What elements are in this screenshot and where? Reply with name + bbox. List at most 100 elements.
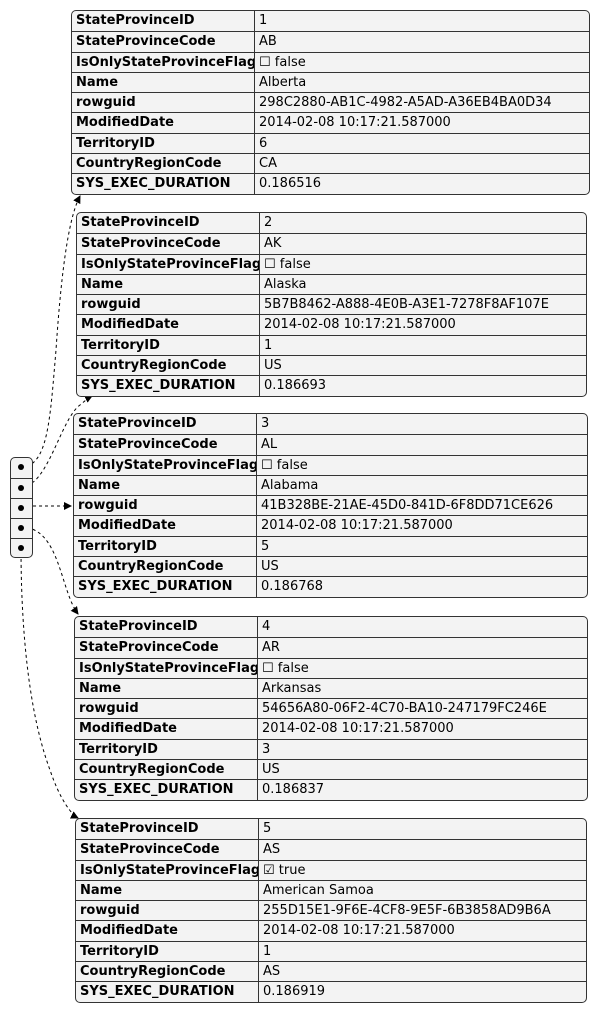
field-key: TerritoryID	[76, 941, 259, 962]
field-key: Name	[74, 475, 257, 496]
pointer-dot	[18, 525, 24, 531]
list-cell-3	[11, 498, 32, 518]
field-value: Alabama	[261, 477, 319, 493]
pointer-dot	[18, 464, 24, 470]
field-key: StateProvinceID	[75, 617, 258, 638]
field-key: CountryRegionCode	[72, 154, 255, 174]
field-value: 1	[263, 943, 272, 959]
field-key: rowguid	[74, 496, 257, 516]
pointer-edge-5	[20, 546, 79, 819]
field-key: Name	[76, 880, 259, 901]
field-key: StateProvinceCode	[74, 435, 257, 455]
list-cell-2	[11, 478, 32, 498]
list-cell-4	[11, 518, 32, 538]
record-row: IsOnlyStateProvinceFlag☐ false	[75, 657, 587, 678]
field-key: StateProvinceID	[74, 414, 257, 435]
field-value: 3	[261, 416, 270, 431]
field-value: AR	[262, 640, 280, 656]
field-value: 3	[262, 741, 271, 757]
field-value: 0.186768	[261, 579, 324, 595]
field-value: AL	[261, 437, 278, 453]
field-value: 2014-02-08 10:17:21.587000	[259, 115, 451, 131]
field-value: 2014-02-08 10:17:21.587000	[264, 317, 456, 333]
field-value: 2	[264, 215, 273, 230]
field-value: 1	[259, 13, 268, 28]
field-value: ☑ true	[263, 862, 306, 878]
field-key: StateProvinceID	[72, 11, 255, 32]
field-key: StateProvinceCode	[76, 840, 259, 860]
field-key: Name	[72, 72, 255, 93]
field-value: 2014-02-08 10:17:21.587000	[261, 518, 453, 534]
field-key: IsOnlyStateProvinceFlag	[75, 658, 258, 678]
field-key: SYS_EXEC_DURATION	[72, 174, 255, 194]
list-cell-5	[11, 538, 32, 558]
field-key: rowguid	[75, 699, 258, 719]
field-value: 0.186693	[264, 378, 327, 394]
field-key: rowguid	[77, 295, 260, 315]
field-key: ModifiedDate	[77, 315, 260, 335]
field-value: AS	[263, 842, 281, 858]
pointer-edge-1	[20, 195, 81, 468]
list-cell-1	[11, 458, 32, 478]
field-value: US	[264, 358, 282, 374]
field-key: StateProvinceCode	[72, 32, 255, 52]
record-row: StateProvinceID 1	[72, 11, 589, 32]
field-key: Name	[77, 274, 260, 295]
field-key: rowguid	[72, 93, 255, 113]
field-key: IsOnlyStateProvinceFlag	[72, 52, 255, 72]
field-key: IsOnlyStateProvinceFlag	[77, 254, 260, 274]
field-key: StateProvinceCode	[75, 638, 258, 658]
field-value: CA	[259, 156, 277, 172]
field-value: 2014-02-08 10:17:21.587000	[262, 721, 454, 737]
record-row: IsOnlyStateProvinceFlag☐ false	[72, 51, 589, 72]
field-key: SYS_EXEC_DURATION	[75, 780, 258, 800]
field-value: 1	[264, 337, 273, 353]
field-value: 6	[259, 135, 268, 151]
field-key: TerritoryID	[74, 536, 257, 557]
field-value: 5	[263, 821, 272, 836]
field-key: ModifiedDate	[74, 516, 257, 536]
record-row: IsOnlyStateProvinceFlag☐ false	[74, 454, 587, 475]
field-key: ModifiedDate	[75, 719, 258, 739]
field-value: AB	[259, 34, 277, 50]
field-value: Alaska	[264, 276, 307, 292]
field-key: StateProvinceCode	[77, 234, 260, 254]
list-node	[10, 457, 33, 558]
field-value: 5B7B8462-A888-4E0B-A3E1-7278F8AF107E	[264, 297, 549, 313]
field-key: ModifiedDate	[72, 113, 255, 133]
field-value: Arkansas	[262, 680, 322, 696]
field-value: 5	[261, 538, 270, 554]
field-key: rowguid	[76, 901, 259, 921]
field-value: 41B328BE-21AE-45D0-841D-6F8DD71CE626	[261, 498, 554, 514]
field-value: 2014-02-08 10:17:21.587000	[263, 923, 455, 939]
field-key: TerritoryID	[75, 739, 258, 760]
